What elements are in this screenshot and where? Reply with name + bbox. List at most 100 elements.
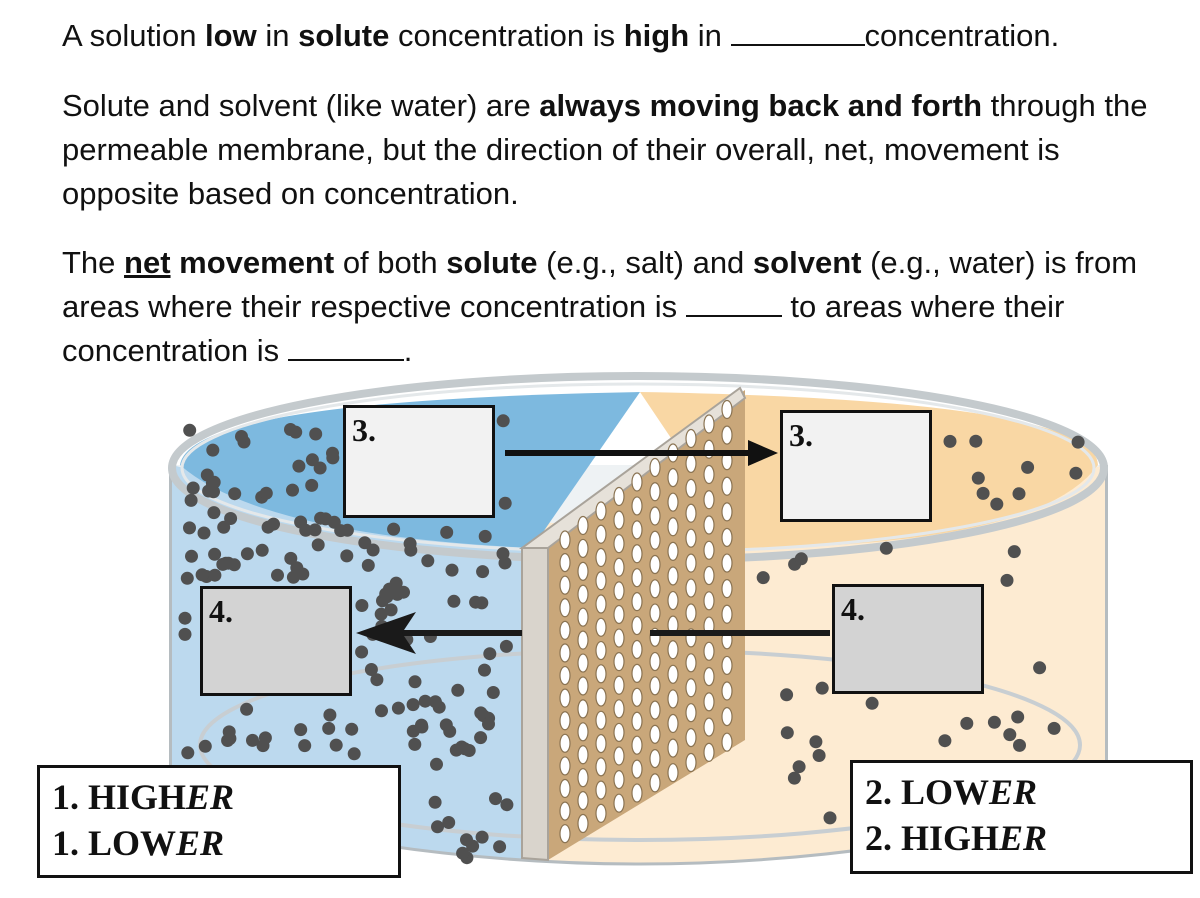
membrane-pore xyxy=(631,615,643,636)
solute-particle xyxy=(375,704,388,718)
membrane-pore xyxy=(595,757,607,777)
bold-solvent: solvent xyxy=(752,245,862,280)
membrane-pore xyxy=(703,464,715,485)
solute-particle xyxy=(406,698,420,712)
label-box-4-right[interactable]: 4. xyxy=(832,584,984,694)
solute-particle xyxy=(185,549,198,563)
solute-particle xyxy=(200,468,214,482)
solute-particle xyxy=(202,484,216,498)
membrane-pore xyxy=(559,756,571,776)
membrane-pore xyxy=(577,745,589,765)
solute-particle xyxy=(451,683,465,697)
text-run: (e.g., salt) and xyxy=(537,245,753,280)
solute-particle xyxy=(195,568,209,582)
answer-lower[interactable]: 1. LOWER xyxy=(52,823,225,863)
solute-particle xyxy=(430,757,443,771)
solute-particle xyxy=(794,552,808,566)
solute-particle xyxy=(326,451,340,465)
text-run: in xyxy=(256,18,299,53)
membrane-pore xyxy=(667,763,679,783)
solute-particle xyxy=(261,520,275,534)
membrane-pore xyxy=(577,630,589,650)
solute-particle xyxy=(364,663,378,676)
solute-particle xyxy=(404,543,418,557)
answer-options-left[interactable]: 1. HIGHER 1. LOWER xyxy=(37,765,401,878)
membrane-pore xyxy=(595,547,607,568)
text-run: in xyxy=(689,18,731,53)
solute-particle xyxy=(355,645,369,659)
solute-particle xyxy=(311,538,325,552)
membrane-pore xyxy=(559,575,571,595)
solute-particle xyxy=(222,725,236,739)
solute-particle xyxy=(428,795,442,809)
membrane-pore xyxy=(559,733,571,753)
answer-higher[interactable]: 1. HIGHER xyxy=(52,777,235,817)
label-box-3-right[interactable]: 3. xyxy=(780,410,932,522)
membrane-edge xyxy=(521,547,549,862)
solute-particle xyxy=(305,478,319,492)
solute-particle xyxy=(1000,573,1014,587)
solute-particle xyxy=(1007,545,1021,559)
solute-particle xyxy=(208,568,222,582)
membrane-pore xyxy=(649,676,661,696)
solute-particle xyxy=(969,434,983,448)
membrane-pore xyxy=(721,681,733,701)
solute-particle xyxy=(222,556,235,570)
solute-particle xyxy=(298,739,312,753)
label-box-3-left[interactable]: 3. xyxy=(343,405,495,518)
solute-particle xyxy=(207,506,221,520)
answer-blank[interactable] xyxy=(730,18,865,46)
answer-lower[interactable]: 2. LOWER xyxy=(865,772,1038,812)
solute-particle xyxy=(181,746,195,760)
solute-particle xyxy=(208,547,222,561)
membrane-pore xyxy=(559,801,571,821)
solute-particle xyxy=(240,702,254,716)
solute-particle xyxy=(340,549,354,563)
text-run: . xyxy=(403,333,413,368)
answer-options-right[interactable]: 2. LOWER 2. HIGHER xyxy=(850,760,1193,874)
membrane-pore xyxy=(721,707,733,727)
membrane-pore xyxy=(721,579,733,599)
solute-particle xyxy=(284,551,298,565)
membrane-pore xyxy=(613,722,625,743)
membrane-pore xyxy=(685,603,697,623)
text-run: through the permeable membrane, but the … xyxy=(62,88,1148,211)
membrane-pore xyxy=(667,738,679,758)
explanation-paragraph: Solute and solvent (like water) are alwa… xyxy=(62,84,1182,216)
membrane-pore xyxy=(685,728,697,748)
membrane-pore xyxy=(703,490,715,510)
membrane-pore xyxy=(667,492,679,512)
solute-particle xyxy=(475,830,489,844)
solute-particle xyxy=(228,487,242,501)
answer-higher[interactable]: 2. HIGHER xyxy=(865,818,1048,858)
membrane-pore xyxy=(649,651,661,672)
solute-particle xyxy=(305,453,319,467)
membrane-pore xyxy=(595,501,607,521)
solute-particle xyxy=(469,595,483,609)
solute-particle xyxy=(812,749,826,762)
solute-particle xyxy=(319,512,332,526)
answer-blank-from[interactable] xyxy=(685,289,782,317)
solute-particle xyxy=(390,587,404,601)
arrow-left xyxy=(356,612,830,654)
membrane-pore xyxy=(613,604,625,625)
membrane-pore xyxy=(559,530,571,550)
solute-particle xyxy=(431,820,444,834)
membrane-pore xyxy=(649,773,661,793)
solute-particle xyxy=(299,523,313,537)
solute-particle xyxy=(1047,721,1061,735)
answer-blank-to[interactable] xyxy=(287,333,404,361)
membrane-pore xyxy=(595,571,607,591)
solute-particle xyxy=(366,543,380,557)
label-box-4-left[interactable]: 4. xyxy=(200,586,352,696)
text-run: (e.g., water) is from areas where their … xyxy=(62,245,1138,324)
solute-particle xyxy=(442,816,456,829)
membrane-pore xyxy=(577,722,589,742)
membrane-pore xyxy=(649,457,661,478)
solute-particle xyxy=(206,443,220,457)
membrane-pore xyxy=(631,592,643,612)
membrane-pore xyxy=(685,553,697,573)
solute-particle xyxy=(271,568,284,582)
membrane-pore xyxy=(721,553,733,573)
text-run: concentration is xyxy=(389,18,624,53)
